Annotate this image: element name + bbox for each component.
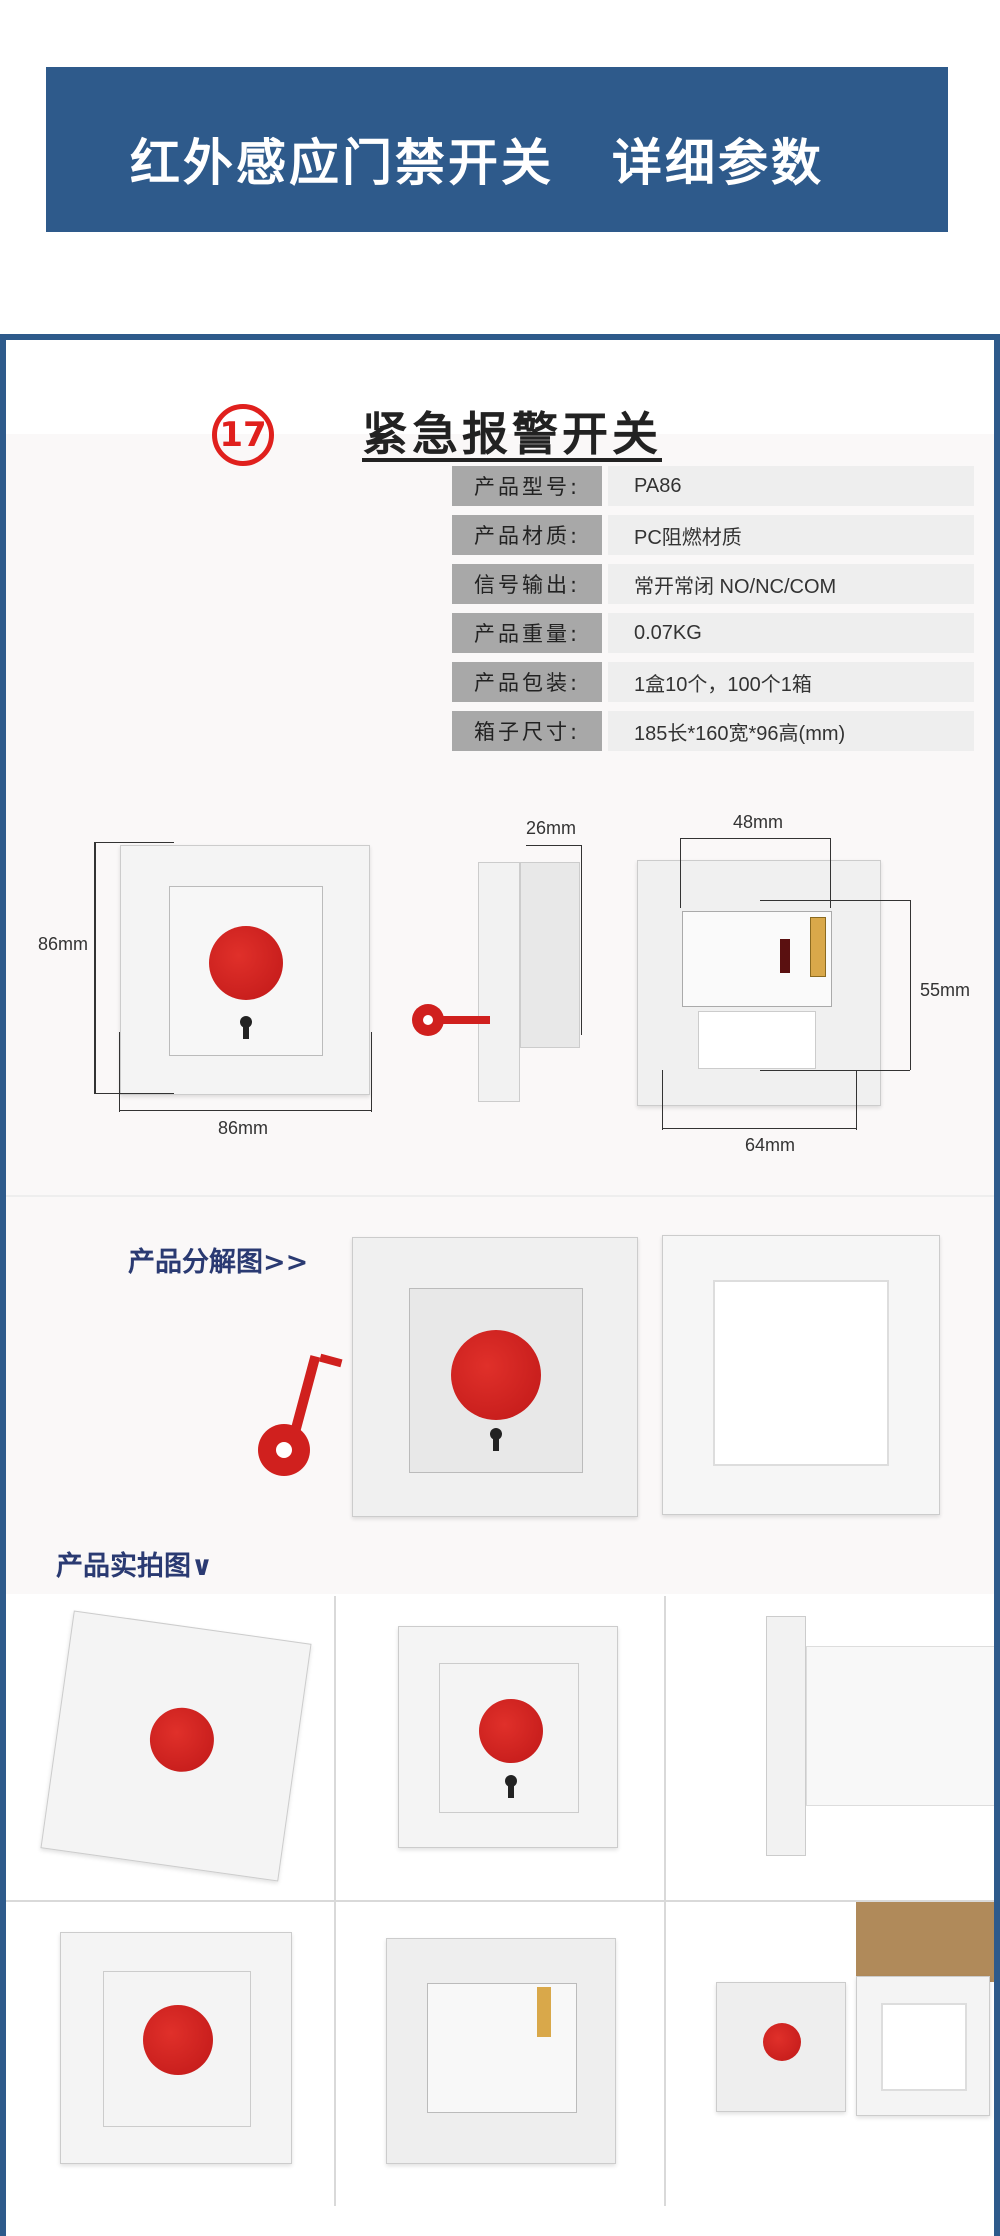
dim-line (830, 838, 831, 908)
side-view-body (520, 862, 580, 1048)
banner-title: 红外感应门禁开关 (130, 134, 554, 192)
dim-line (662, 1128, 856, 1129)
terminal-bar (780, 939, 790, 973)
spec-table: 产品型号:PA86 产品材质:PC阻燃材质 信号输出:常开常闭 NO/NC/CO… (452, 466, 974, 760)
exploded-frame-window (713, 1280, 889, 1466)
photo-inner-frame (103, 1971, 251, 2127)
photo-frame-window (881, 2003, 967, 2091)
side-view-plate (478, 862, 520, 1102)
dim-depth-side: 26mm (526, 818, 577, 838)
photo-side-body (806, 1646, 994, 1806)
spec-label: 产品型号: (452, 466, 602, 506)
spec-row: 箱子尺寸:185长*160宽*96高(mm) (452, 711, 974, 751)
emergency-button-exploded (451, 1330, 541, 1420)
back-view-module (682, 911, 832, 1007)
spec-value: PA86 (608, 466, 974, 506)
emergency-button (479, 1699, 543, 1763)
terminal-block (537, 1987, 551, 2037)
dim-line (581, 845, 582, 1035)
dim-line (760, 900, 910, 901)
spec-row: 信号输出:常开常闭 NO/NC/COM (452, 564, 974, 604)
dim-line (119, 1110, 371, 1111)
product-number-badge: 17 (212, 404, 274, 466)
spec-value: PC阻燃材质 (608, 515, 974, 555)
dim-line (371, 1032, 372, 1112)
dim-width-back-bottom: 64mm (745, 1135, 796, 1155)
photo-back-module (427, 1983, 577, 2113)
dim-line (94, 842, 96, 1094)
dim-line (526, 845, 582, 846)
exploded-back-plate (352, 1237, 638, 1517)
spec-label: 箱子尺寸: (452, 711, 602, 751)
dim-line (760, 1070, 910, 1071)
terminal-block (810, 917, 826, 977)
keyhole-icon (490, 1428, 502, 1451)
photo-back-view (336, 1902, 664, 2206)
photo-side-plate (766, 1616, 806, 1856)
spec-row: 产品型号:PA86 (452, 466, 974, 506)
emergency-button (209, 926, 283, 1000)
spec-row: 产品重量:0.07KG (452, 613, 974, 653)
spec-value: 常开常闭 NO/NC/COM (608, 564, 974, 604)
keyhole-icon (240, 1016, 252, 1039)
section-divider (6, 1195, 994, 1197)
dim-line (662, 1070, 663, 1130)
dim-line (680, 838, 681, 908)
emergency-button (145, 1703, 219, 1776)
red-key-large-icon (258, 1353, 343, 1476)
front-view-plate (120, 845, 370, 1095)
spec-value: 0.07KG (608, 613, 974, 653)
exploded-view-label: 产品分解图>> (128, 1247, 309, 1278)
emergency-button (763, 2023, 801, 2061)
photos-label: 产品实拍图∨ (56, 1551, 213, 1582)
dim-height-front: 86mm (38, 934, 89, 954)
spec-label: 产品包装: (452, 662, 602, 702)
photo-grid (6, 1596, 994, 2206)
dim-line (94, 842, 174, 843)
dim-width-back-top: 48mm (733, 812, 784, 832)
spec-row: 产品包装:1盒10个，100个1箱 (452, 662, 974, 702)
photo-front-view (336, 1596, 664, 1900)
spec-value: 1盒10个，100个1箱 (608, 662, 974, 702)
spec-label: 产品重量: (452, 613, 602, 653)
exploded-front-frame (662, 1235, 940, 1515)
keyhole-icon (505, 1775, 517, 1798)
photo-box (856, 1902, 994, 1982)
back-view-plate (637, 860, 881, 1106)
spec-label: 信号输出: (452, 564, 602, 604)
dim-line (910, 900, 911, 1070)
dim-line (119, 1032, 120, 1112)
dim-line (856, 1070, 857, 1130)
photo-plate (60, 1932, 292, 2164)
red-key-icon (412, 1004, 490, 1036)
photo-frame-small (856, 1976, 990, 2116)
photo-back-plate (386, 1938, 616, 2164)
back-view-lower-panel (698, 1011, 816, 1069)
photo-side-view (666, 1596, 994, 1900)
photo-package-view (666, 1902, 994, 2206)
spec-row: 产品材质:PC阻燃材质 (452, 515, 974, 555)
dim-line (94, 1093, 174, 1094)
emergency-button (143, 2005, 213, 2075)
header-banner: 红外感应门禁开关 详细参数 (46, 67, 948, 232)
spec-value: 185长*160宽*96高(mm) (608, 711, 974, 751)
photo-plate (40, 1610, 312, 1882)
photo-back-plate-small (716, 1982, 846, 2112)
dim-width-front: 86mm (218, 1118, 269, 1138)
photo-plate (398, 1626, 618, 1848)
photo-angle-view (6, 1596, 334, 1900)
banner-subtitle: 详细参数 (612, 134, 824, 192)
product-title: 紧急报警开关 (362, 407, 662, 461)
photo-inner-frame (439, 1663, 579, 1813)
dim-line (680, 838, 830, 839)
dim-height-back: 55mm (920, 980, 971, 1000)
photo-front-key-view (6, 1902, 334, 2206)
spec-label: 产品材质: (452, 515, 602, 555)
